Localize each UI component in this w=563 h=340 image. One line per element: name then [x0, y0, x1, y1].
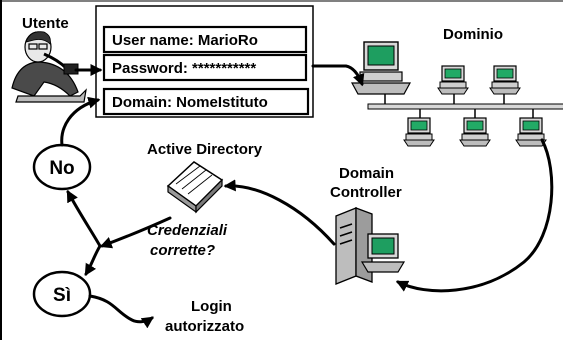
- arrow-decision-to-yes: [84, 244, 102, 277]
- password-text: Password: ***********: [112, 60, 256, 77]
- arrow-decision-to-no: [66, 189, 102, 248]
- workstation-icon: [459, 117, 491, 147]
- controller-label-line1: Domain: [339, 165, 394, 182]
- domain-field[interactable]: [102, 87, 310, 116]
- arrow-directory-to-decision: [99, 216, 172, 249]
- username-field[interactable]: [102, 25, 308, 54]
- arrow-yes-to-login: [88, 294, 154, 329]
- password-field[interactable]: [102, 53, 308, 82]
- arrow-network-to-controller: [395, 138, 554, 293]
- user-person-icon: [11, 31, 87, 103]
- arrow-no-to-form: [60, 96, 101, 147]
- controller-label-line2: Controller: [330, 184, 402, 201]
- yes-label: Sì: [53, 285, 71, 306]
- result-line1: Login: [191, 298, 232, 315]
- arrow-controller-to-directory: [223, 179, 336, 246]
- domain-text: Domain: NomeIstituto: [112, 94, 268, 111]
- workstation-icon: [403, 117, 435, 147]
- result-line2: autorizzato: [165, 318, 244, 335]
- decision-line1: Credenziali: [147, 222, 228, 239]
- workstation-icon: [437, 65, 469, 95]
- yes-node: [32, 270, 92, 318]
- directory-label: Active Directory: [147, 141, 263, 158]
- directory-book-icon: [166, 161, 224, 214]
- server-computer-icon: [350, 41, 412, 95]
- user-label: Utente: [22, 15, 69, 32]
- decision-line2: corrette?: [150, 242, 215, 259]
- domain-controller-icon: [335, 207, 406, 285]
- no-label: No: [49, 158, 74, 179]
- username-text: User name: MarioRo: [112, 32, 258, 49]
- arrow-form-to-server: [311, 64, 365, 87]
- workstation-icon: [489, 65, 521, 95]
- network-bus: [367, 94, 563, 118]
- network-label: Dominio: [443, 26, 503, 43]
